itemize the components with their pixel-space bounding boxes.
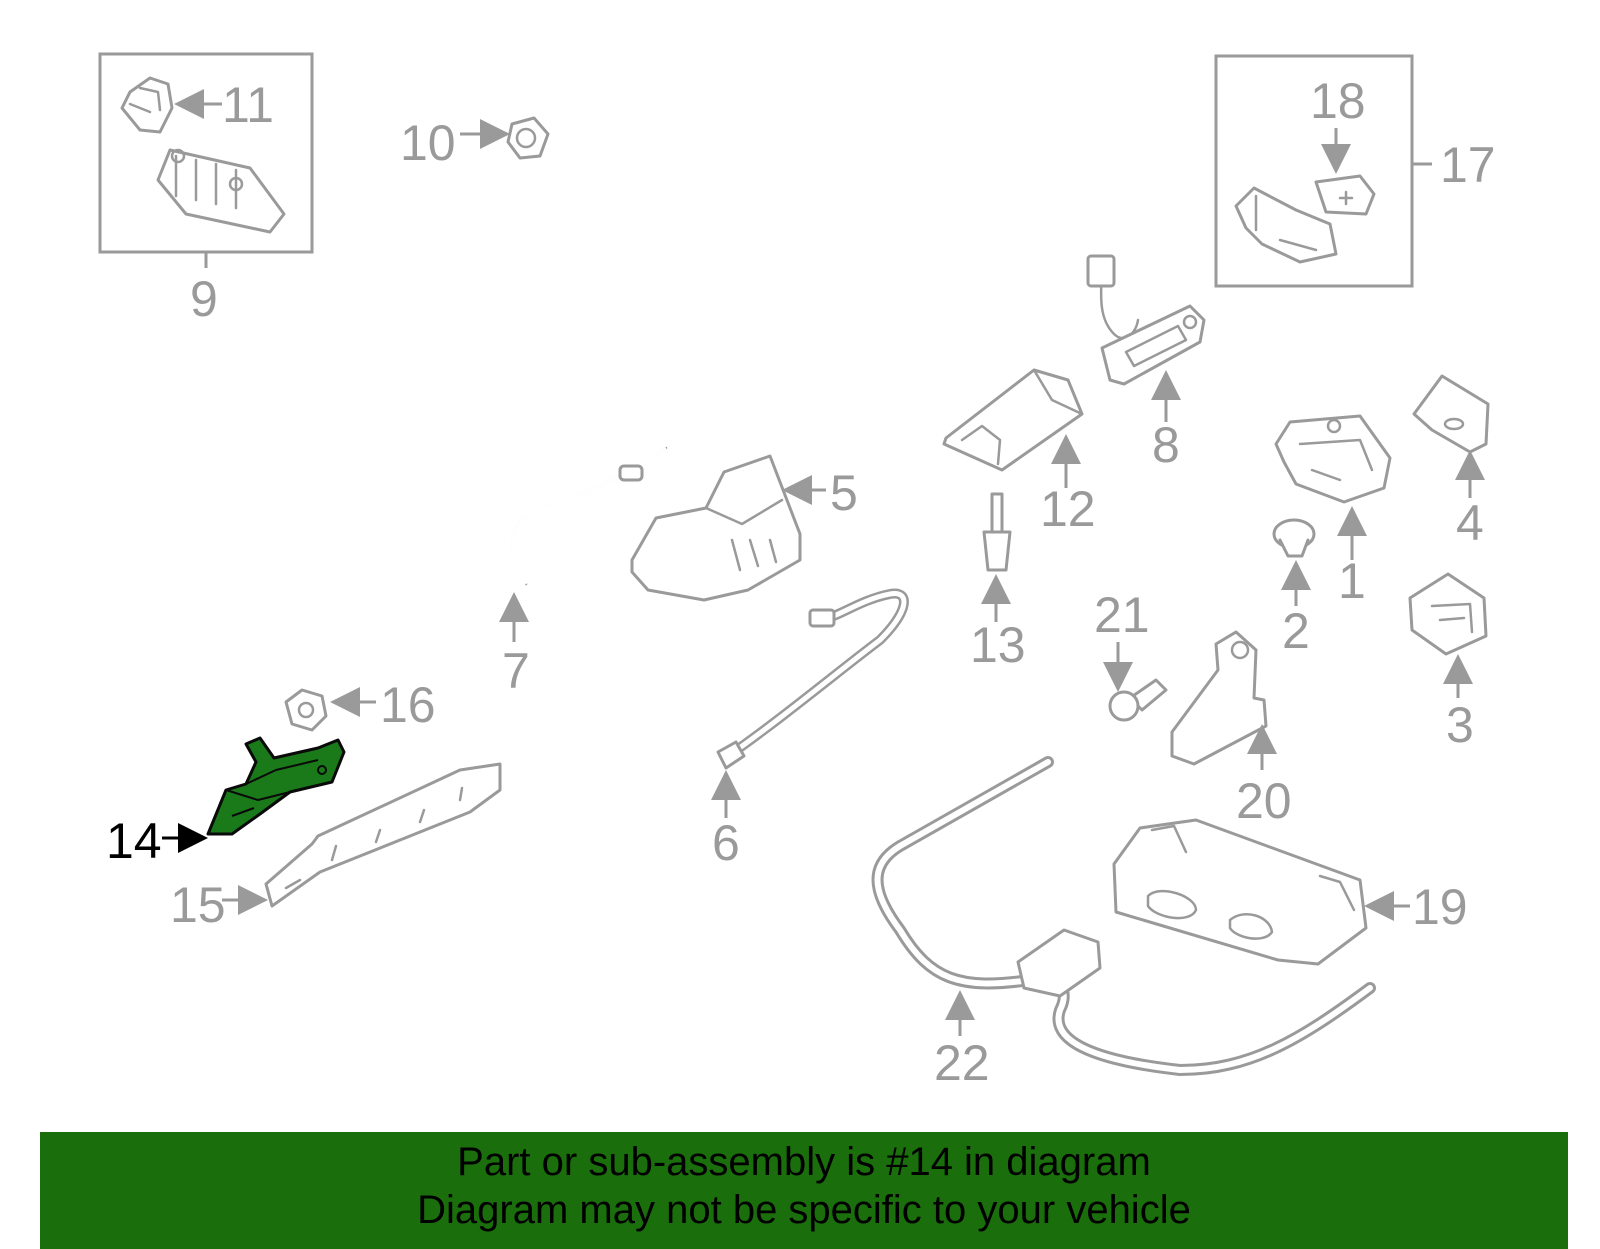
label-2: 2 xyxy=(1282,603,1310,659)
label-22: 22 xyxy=(934,1035,990,1091)
part-19-module xyxy=(1112,818,1368,966)
part-9-group-box xyxy=(98,52,314,254)
label-17: 17 xyxy=(1440,137,1496,193)
part-12-cover xyxy=(942,368,1084,472)
part-17-group: 18 17 xyxy=(1214,54,1496,288)
part-20-bracket xyxy=(1170,630,1268,766)
label-1: 1 xyxy=(1338,553,1366,609)
label-13: 13 xyxy=(970,617,1026,673)
part-17-lamp xyxy=(1234,186,1338,264)
label-21: 21 xyxy=(1094,587,1150,643)
part-6-cable xyxy=(716,588,909,770)
label-9: 9 xyxy=(190,271,218,327)
part-9-group: 9 11 xyxy=(98,52,314,327)
label-3: 3 xyxy=(1446,697,1474,753)
part-11-switch xyxy=(120,76,174,134)
label-4: 4 xyxy=(1456,495,1484,551)
info-banner: Part or sub-assembly is #14 in diagram D… xyxy=(40,1132,1568,1249)
label-6: 6 xyxy=(712,815,740,871)
part-4-bracket xyxy=(1412,374,1490,454)
part-16-clip xyxy=(284,688,328,732)
label-8: 8 xyxy=(1152,417,1180,473)
banner-line-disclaimer: Diagram may not be specific to your vehi… xyxy=(417,1188,1191,1232)
part-7-cable xyxy=(511,446,668,586)
label-12: 12 xyxy=(1040,481,1096,537)
part-3-switch xyxy=(1408,572,1488,656)
label-11: 11 xyxy=(222,77,274,133)
part-22-harness xyxy=(871,756,1376,1077)
part-8-handle xyxy=(1086,254,1206,386)
label-14: 14 xyxy=(106,813,162,869)
part-2-grommet xyxy=(1272,518,1316,558)
label-15: 15 xyxy=(170,877,226,933)
part-5-housing xyxy=(630,454,802,602)
label-16: 16 xyxy=(380,677,436,733)
part-21-bolt xyxy=(1108,678,1168,722)
label-18: 18 xyxy=(1310,73,1366,129)
label-7: 7 xyxy=(502,643,530,699)
part-13-pin xyxy=(982,492,1012,572)
label-10: 10 xyxy=(400,115,456,171)
part-10-grommet xyxy=(506,116,550,160)
part-14-bracket-highlighted xyxy=(206,736,346,836)
label-19: 19 xyxy=(1412,879,1468,935)
part-17-group-box xyxy=(1214,54,1414,288)
part-1-latch xyxy=(1274,414,1392,504)
banner-line-part: Part or sub-assembly is #14 in diagram xyxy=(457,1140,1151,1184)
label-5: 5 xyxy=(830,465,858,521)
part-18-bulb xyxy=(1314,174,1376,216)
part-9-lamp xyxy=(156,148,286,234)
part-15-rail xyxy=(264,762,502,908)
label-20: 20 xyxy=(1236,773,1292,829)
